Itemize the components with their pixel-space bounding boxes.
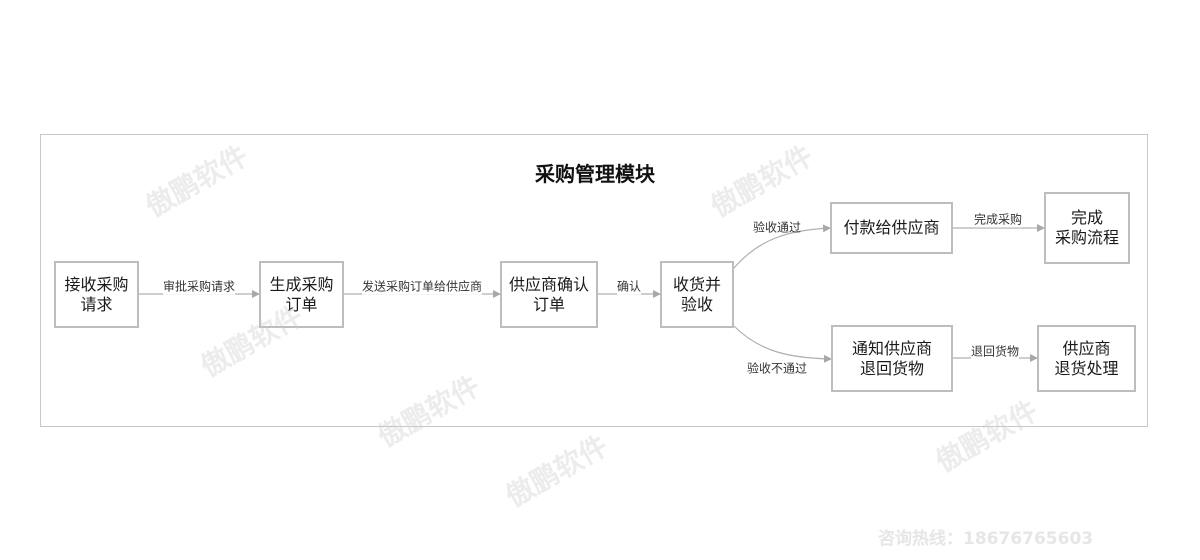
edge-label-e6: 验收不通过 [746, 361, 808, 376]
node-supplier-confirm: 供应商确认 订单 [500, 261, 598, 328]
edge-label-e5: 完成采购 [973, 210, 1023, 228]
node-pay-supplier: 付款给供应商 [830, 202, 953, 254]
edge-label-e2: 发送采购订单给供应商 [361, 277, 483, 295]
edge-line-e6 [733, 325, 832, 363]
node-complete: 完成 采购流程 [1044, 192, 1130, 264]
diagram-title: 采购管理模块 [535, 162, 655, 186]
node-receive-inspect: 收货并 验收 [660, 261, 734, 328]
node-supplier-return: 供应商 退货处理 [1037, 325, 1136, 392]
edge-label-e3: 确认 [616, 277, 642, 295]
hotline-text: 咨询热线：18676765603 [878, 529, 1094, 549]
node-create-order: 生成采购 订单 [259, 261, 344, 328]
node-notify-return: 通知供应商 退回货物 [831, 325, 953, 392]
edge-label-e7: 退回货物 [970, 342, 1020, 360]
edge-label-e4: 验收通过 [752, 220, 802, 235]
edge-line-e4 [733, 224, 831, 269]
edge-label-e1: 审批采购请求 [162, 277, 236, 295]
module-frame [40, 134, 1148, 427]
node-receive-request: 接收采购 请求 [54, 261, 139, 328]
